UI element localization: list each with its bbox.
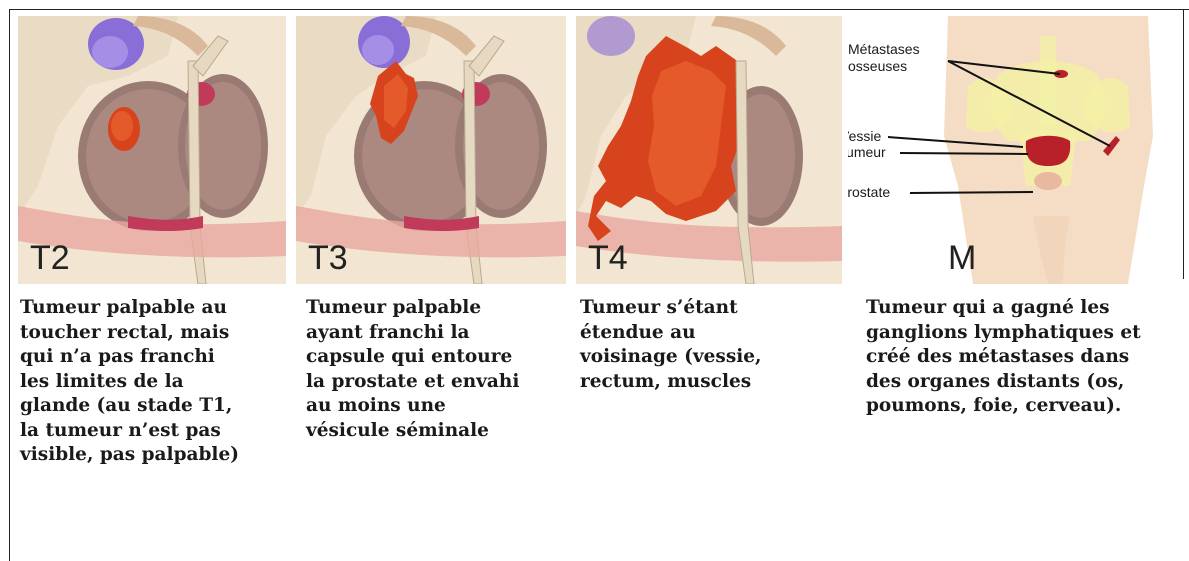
stage-label: M [948,239,976,278]
callout-vessie: Vessie [848,128,881,145]
panel-t3-illustration: T3 [296,16,566,284]
frame-left-border [9,9,10,561]
callout-tumeur: Tumeur [848,144,886,161]
description-t4: Tumeur s’étant étendue au voisinage (ves… [580,296,762,394]
frame-top-border [9,9,1189,10]
callout-metastases-osseuses: Métastases osseuses [848,41,920,75]
description-t3: Tumeur palpable ayant franchi la capsule… [306,296,519,443]
description-t2: Tumeur palpable au toucher rectal, mais … [20,296,239,468]
stage-label: T4 [588,239,628,278]
frame-right-border [1183,9,1184,279]
panel-m-illustration: Métastases osseuses Vessie Tumeur Prosta… [848,16,1178,284]
description-m: Tumeur qui a gagné les ganglions lymphat… [866,296,1141,419]
panel-t4-illustration: T4 [576,16,842,284]
callout-prostate: Prostate [848,184,890,201]
panel-t2-illustration: T2 [18,16,286,284]
stage-label: T3 [308,239,348,278]
stage-label: T2 [30,239,70,278]
